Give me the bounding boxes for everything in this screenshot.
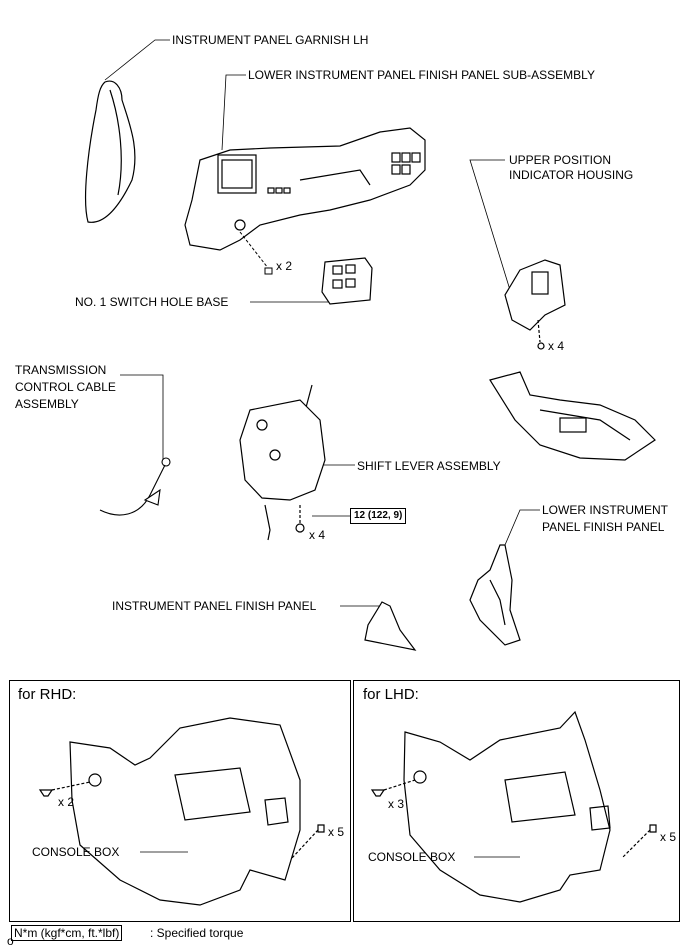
label-switch-hole-base: NO. 1 SWITCH HOLE BASE [75,295,229,309]
garnish-lh-drawing [84,80,136,223]
label-finish-panel: INSTRUMENT PANEL FINISH PANEL [112,599,317,613]
label-upper-position-line2: INDICATOR HOUSING [509,168,634,182]
label-lhd-console-box: CONSOLE BOX [368,850,456,864]
clip-sub-drawing [239,231,273,275]
label-garnish-lh: INSTRUMENT PANEL GARNISH LH [172,33,369,47]
label-transmission-line3: ASSEMBLY [15,397,79,411]
label-lower-finish-sub-assembly: LOWER INSTRUMENT PANEL FINISH PANEL SUB-… [248,68,595,82]
label-lower-finish-line1: LOWER INSTRUMENT [542,503,668,517]
legend-unit-box: N*m (kgf*cm, ft.*lbf) [11,925,123,941]
label-rhd-console-box: CONSOLE BOX [32,845,120,859]
count-bolt-shift: x 4 [309,528,326,542]
switch-hole-base-drawing [321,257,373,305]
lhd-title: for LHD: [363,686,419,703]
legend-text: : Specified torque [150,926,244,940]
rhd-console-drawing [38,717,325,906]
lhd-console-drawing [370,710,657,903]
torque-spec: 12 (122, 9) [350,508,407,524]
figure-code: o [7,934,14,948]
count-rhd-clip: x 2 [58,795,75,809]
leader-lines [104,39,540,607]
console-box-leaders [140,851,520,858]
transmission-cable-drawing [99,457,171,516]
count-rhd-screw: x 5 [328,825,345,839]
finish-panel-drawing [364,601,417,651]
count-lhd-clip: x 3 [388,797,405,811]
upper-housing-drawing [504,259,566,350]
label-transmission-line2: CONTROL CABLE [15,380,116,394]
count-lhd-screw: x 5 [660,830,677,844]
lhd-panel [353,680,680,922]
lower-finish-panel-drawing [469,544,521,646]
lower-finish-sub-drawing [184,127,426,251]
label-upper-position-line1: UPPER POSITION [509,153,612,167]
rhd-panel [9,680,351,922]
count-clip-upper: x 4 [548,339,565,353]
count-clip-sub: x 2 [276,259,293,273]
label-transmission-line1: TRANSMISSION [15,363,107,377]
rhd-title: for RHD: [18,686,77,703]
shift-lever-drawing [239,384,326,541]
label-shift-lever: SHIFT LEVER ASSEMBLY [357,459,501,473]
label-lower-finish-line2: PANEL FINISH PANEL [542,520,665,534]
console-upper-drawing [489,371,656,461]
